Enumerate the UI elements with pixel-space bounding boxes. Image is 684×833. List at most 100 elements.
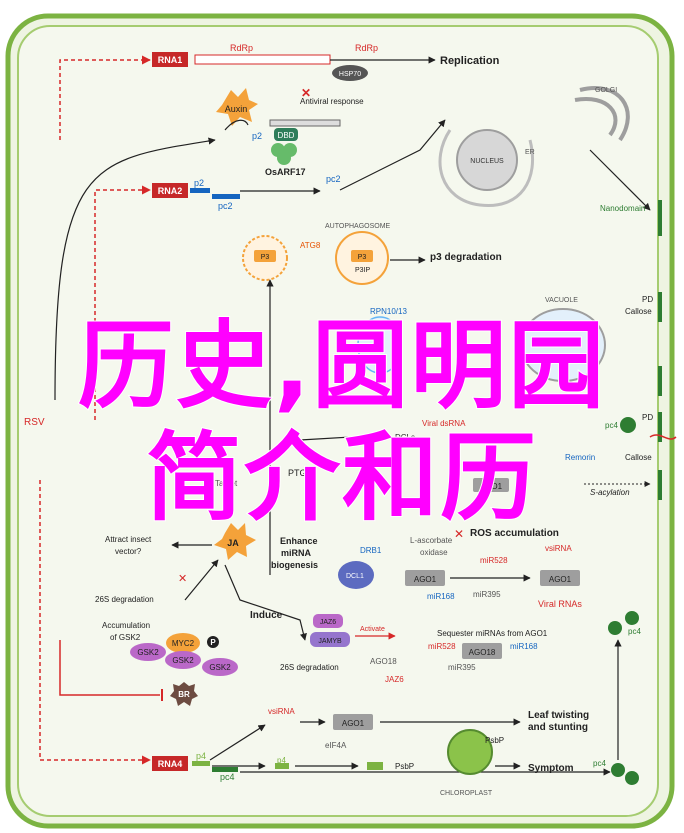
er-to-pd-arrow: [589, 149, 651, 211]
hsp70-label: HSP70: [339, 71, 361, 78]
ros-block-mark: ✕: [454, 527, 464, 541]
accumulation-label-1: Accumulation: [102, 621, 150, 630]
dbd-label: DBD: [278, 131, 295, 140]
ub-label: Ub: [376, 327, 385, 334]
gsk2-shape-1: [130, 643, 166, 661]
chloroplast-shape: [447, 729, 493, 775]
enhance-label-3: biogenesis: [271, 560, 318, 570]
ago18-box-label: AGO18: [469, 648, 496, 657]
p2-label-upper: p2: [252, 131, 262, 141]
psbp-label-top: PsbP: [485, 736, 504, 745]
p2-gene: [190, 188, 210, 193]
rna4-label: RNA4: [158, 759, 183, 769]
mir168-label: miR168: [427, 592, 455, 601]
proteasome-shape: [357, 316, 403, 374]
ago1-box-right: [540, 570, 580, 586]
pd-bar-4: [658, 470, 662, 500]
dcls-label: DCLs: [395, 433, 415, 442]
ago1-label-top: AGO1: [480, 482, 503, 491]
pc4-gene: [212, 767, 238, 772]
dcl1-shape: [338, 561, 374, 589]
target-label: Target: [215, 479, 238, 488]
atg8-label: ATG8: [300, 241, 321, 250]
ago1-box-top: [473, 478, 509, 492]
nucleus-shape: [456, 129, 518, 191]
dna-strand: [269, 119, 341, 127]
nanodomain-bar: [658, 200, 662, 236]
rdrp-label-2: RdRp: [355, 43, 378, 53]
gsk2-shape-3: [202, 658, 238, 676]
rsv-to-rna1-link: [59, 55, 151, 140]
rsv-label: RSV: [24, 417, 45, 428]
ago18-label: AGO18: [370, 657, 397, 666]
antiviral-label: Antiviral response: [300, 97, 364, 106]
ja-shape: [214, 523, 256, 560]
p4-label: p4: [196, 751, 206, 761]
rsv-to-rna2-link: [94, 185, 151, 420]
accumulation-label-2: of GSK2: [110, 633, 141, 642]
ago1-label-mid: AGO1: [414, 575, 437, 584]
jamyb-label: JAMYB: [318, 638, 342, 645]
ago18-box: [462, 643, 502, 659]
inhibit-br-link: [59, 640, 160, 696]
osarf17-blob-3: [277, 151, 291, 165]
mir528-label-2: miR528: [428, 642, 456, 651]
viral-movement-squiggle: [649, 434, 677, 440]
vacuole-label: VACUOLE: [545, 297, 578, 304]
rdrp-label: RdRp: [230, 43, 253, 53]
auxin-label: Auxin: [225, 104, 248, 114]
cell-membrane: [17, 25, 659, 817]
vsirna-label: vsiRNA: [545, 544, 572, 553]
p3-label-1: P3: [261, 254, 270, 261]
myc2-shape: [166, 633, 200, 653]
pc4-label-bottom: pc4: [593, 759, 606, 768]
pc2-label: pc2: [218, 201, 233, 211]
osarf17-label: OsARF17: [265, 167, 306, 177]
p3ip-label: P3IP: [355, 267, 371, 274]
callose-label-1: Callose: [625, 307, 652, 316]
activate-label: Activate: [360, 626, 385, 633]
some-label: SOME: [375, 397, 399, 406]
rdrp-gene: [194, 54, 331, 65]
mir395-label: miR395: [473, 590, 501, 599]
oxidase-label: oxidase: [420, 548, 448, 557]
myc2-label: MYC2: [172, 639, 195, 648]
dcl-arrow: [299, 431, 386, 441]
er-label: ER: [525, 149, 535, 156]
sequester-label: Sequester miRNAs from AGO1: [437, 629, 548, 638]
pd-label-2: PD: [642, 413, 653, 422]
pd-bar-1: [658, 292, 662, 322]
er-shape: [438, 129, 535, 208]
vsirna-label-bottom: vsiRNA: [268, 707, 295, 716]
phosphate-shape: [207, 636, 219, 648]
gsk2-label-3: GSK2: [209, 663, 231, 672]
attract-label-2: vector?: [115, 547, 142, 556]
psbp-label-mid: PsbP: [395, 762, 414, 771]
p3-box-2: [351, 250, 373, 262]
ago1-label-right: AGO1: [549, 575, 572, 584]
ago1-box-bottom: [333, 714, 373, 730]
ago1-label-bottom: AGO1: [342, 719, 365, 728]
pd-bar-3: [658, 412, 662, 442]
p4-psbp-protein: [367, 762, 383, 770]
gsk2-label-1: GSK2: [137, 648, 159, 657]
br-label: BR: [178, 690, 190, 699]
to-golgi-arrow: [339, 119, 446, 191]
mir395-label-2: miR395: [448, 663, 476, 672]
rpn-label: RPN10/13: [370, 307, 407, 316]
nanodomain-label: Nanodomain: [600, 204, 645, 213]
vsirna-arrow: [209, 724, 266, 761]
pc4-label-mid: pc4: [628, 627, 641, 636]
pc4-dot-mid-2: [625, 611, 639, 625]
rna1-label: RNA1: [158, 55, 183, 65]
ros-label: ROS accumulation: [470, 528, 559, 539]
golgi-label: GOLGI: [595, 87, 617, 94]
mir528-label: miR528: [480, 556, 508, 565]
p3-box-1: [254, 250, 276, 262]
p2-label: p2: [194, 178, 204, 188]
nucleus-label: NUCLEUS: [470, 158, 504, 165]
jaz6-label-bottom: JAZ6: [385, 675, 404, 684]
pc4-dot-1: [620, 417, 636, 433]
chloroplast-label: CHLOROPLAST: [440, 790, 493, 797]
